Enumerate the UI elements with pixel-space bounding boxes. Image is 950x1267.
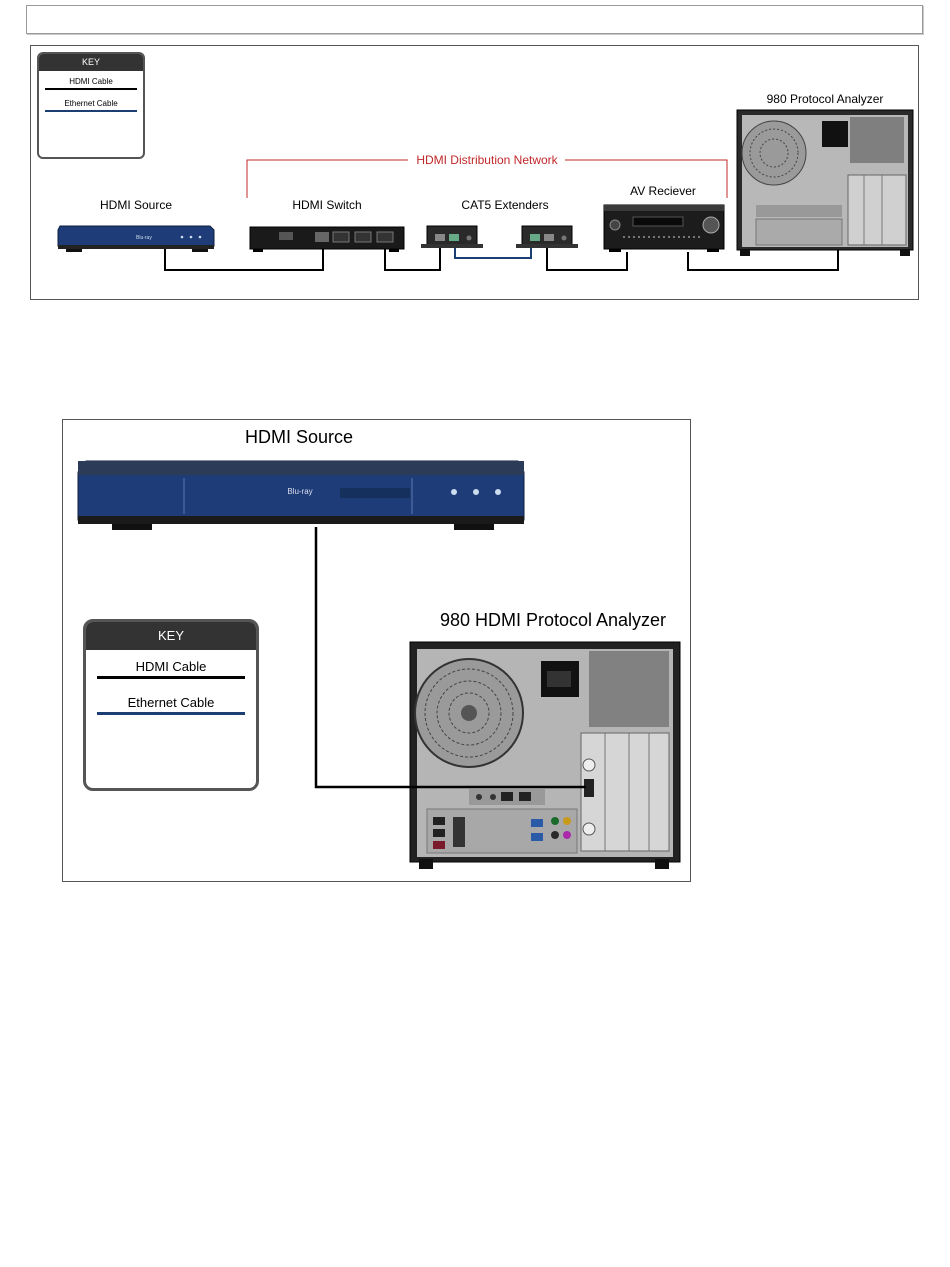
diagram-2-cable (0, 0, 950, 900)
